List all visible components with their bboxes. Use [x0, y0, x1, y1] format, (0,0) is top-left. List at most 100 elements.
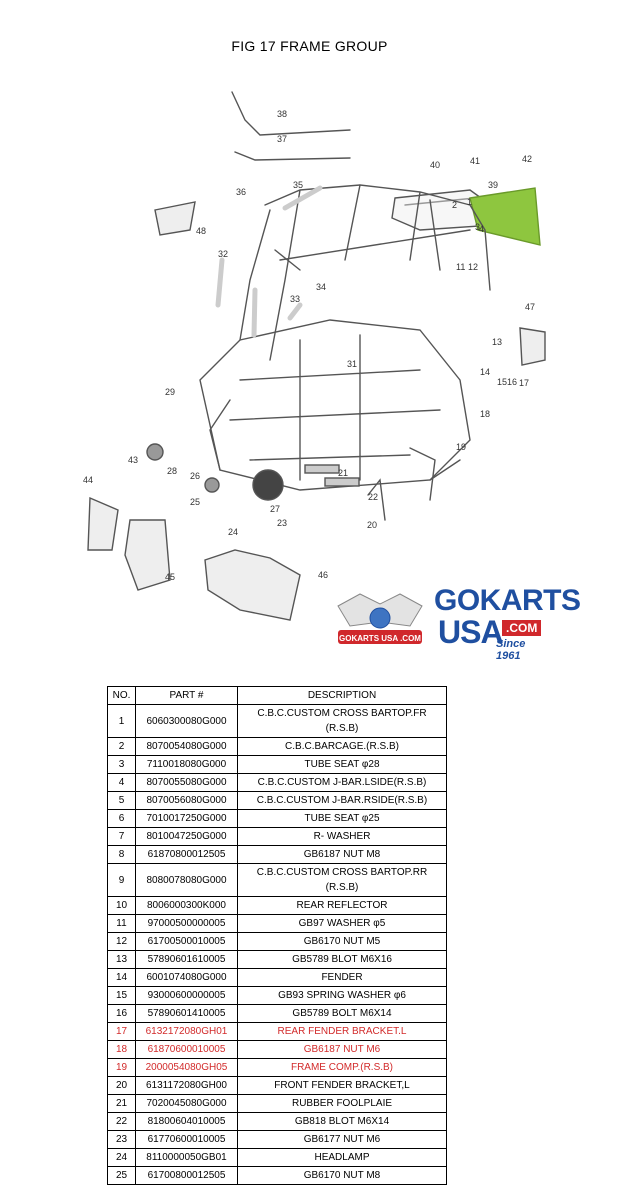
- cell-no: 9: [107, 863, 136, 897]
- cell-part-number: 8070054080G000: [135, 737, 238, 756]
- table-header-row: NO. PART # DESCRIPTION: [107, 686, 447, 705]
- cell-no: 25: [107, 1166, 136, 1185]
- diagram-callout-label: 35: [293, 180, 303, 190]
- cell-part-number: 8070056080G000: [135, 791, 238, 810]
- diagram-callout-label: 31: [347, 359, 357, 369]
- cell-part-number: 57890601410005: [135, 1004, 238, 1023]
- cell-description: GB6187 NUT M8: [237, 845, 447, 864]
- cell-no: 12: [107, 932, 136, 951]
- diagram-callout-label: 23: [277, 518, 287, 528]
- cell-no: 3: [107, 755, 136, 774]
- cell-part-number: 61700500010005: [135, 932, 238, 951]
- cell-no: 11: [107, 914, 136, 933]
- diagram-callout-label: 21: [338, 468, 348, 478]
- cell-description: C.B.C.CUSTOM J-BAR.LSIDE(R.S.B): [237, 773, 447, 792]
- diagram-callout-label: 12: [468, 262, 478, 272]
- diagram-callout-label: 33: [290, 294, 300, 304]
- diagram-callout-label: 34: [316, 282, 326, 292]
- diagram-callout-label: 17: [519, 378, 529, 388]
- cell-no: 8: [107, 845, 136, 864]
- cell-description: C.B.C.CUSTOM J-BAR.RSIDE(R.S.B): [237, 791, 447, 810]
- cell-part-number: 81800604010005: [135, 1112, 238, 1131]
- cell-description: C.B.C.CUSTOM CROSS BARTOP.RR (R.S.B): [237, 863, 447, 897]
- logo-brand-top: GOKARTS: [434, 584, 581, 617]
- cell-part-number: 61770600010005: [135, 1130, 238, 1149]
- cell-part-number: 7010017250G000: [135, 809, 238, 828]
- footplate-21b: [324, 477, 360, 487]
- diagram-callout-label: 26: [190, 471, 200, 481]
- cell-description: GB6187 NUT M6: [237, 1040, 447, 1059]
- cell-part-number: 6132172080GH01: [135, 1022, 238, 1041]
- cell-part-number: 6001074080G000: [135, 968, 238, 987]
- cell-description: GB6170 NUT M8: [237, 1166, 447, 1185]
- cell-description: RUBBER FOOLPLAIE: [237, 1094, 447, 1113]
- diagram-callout-label: 29: [165, 387, 175, 397]
- cell-part-number: 7110018080G000: [135, 755, 238, 774]
- diagram-callout-label: 2: [452, 200, 457, 210]
- cell-no: 5: [107, 791, 136, 810]
- tube-seat-33: [287, 302, 303, 321]
- diagram-callout-label: 13: [492, 337, 502, 347]
- cell-part-number: 7020045080G000: [135, 1094, 238, 1113]
- cell-part-number: 6060300080G000: [135, 704, 238, 738]
- cell-no: 17: [107, 1022, 136, 1041]
- cell-description: REAR REFLECTOR: [237, 896, 447, 915]
- cell-part-number: 61870600010005: [135, 1040, 238, 1059]
- cell-description: C.B.C.CUSTOM CROSS BARTOP.FR (R.S.B): [237, 704, 447, 738]
- cell-part-number: 61870800012505: [135, 845, 238, 864]
- cell-part-number: 8080078080G000: [135, 863, 238, 897]
- cell-part-number: 2000054080GH05: [135, 1058, 238, 1077]
- cable-37: [234, 151, 351, 161]
- diagram-callout-label: 1: [467, 197, 472, 207]
- diagram-callout-label: 42: [522, 154, 532, 164]
- fender-47: [519, 327, 546, 366]
- cell-no: 21: [107, 1094, 136, 1113]
- cell-no: 20: [107, 1076, 136, 1095]
- cell-part-number: 8010047250G000: [135, 827, 238, 846]
- diagram-callout-label: 47: [525, 302, 535, 312]
- roll-cage-part: [239, 184, 491, 361]
- cell-description: TUBE SEAT φ25: [237, 809, 447, 828]
- diagram-callout-label: 45: [165, 572, 175, 582]
- cell-no: 13: [107, 950, 136, 969]
- diagram-callout-label: 19: [456, 442, 466, 452]
- main-frame-part: [199, 319, 471, 491]
- diagram-callout-label: 25: [190, 497, 200, 507]
- diagram-callout-label: 11: [456, 262, 465, 272]
- cell-no: 22: [107, 1112, 136, 1131]
- diagram-callout-label: 32: [218, 249, 228, 259]
- front-bumper-part: [204, 549, 301, 621]
- header-part: PART #: [135, 686, 238, 705]
- cell-part-number: 97000500000005: [135, 914, 238, 933]
- diagram-callout-label: 3: [475, 222, 480, 232]
- diagram-callout-label: 39: [488, 180, 498, 190]
- diagram-callout-label: 48: [196, 226, 206, 236]
- cell-description: GB5789 BOLT M6X14: [237, 1004, 447, 1023]
- cell-description: HEADLAMP: [237, 1148, 447, 1167]
- cell-description: GB93 SPRING WASHER φ6: [237, 986, 447, 1005]
- diagram-callout-label: 46: [318, 570, 328, 580]
- cell-description: C.B.C.BARCAGE.(R.S.B): [237, 737, 447, 756]
- diagram-callout-label: 16: [507, 377, 517, 387]
- footplate-21a: [304, 464, 340, 474]
- cell-no: 19: [107, 1058, 136, 1077]
- headlamp-24: [252, 469, 284, 501]
- cell-no: 4: [107, 773, 136, 792]
- figure-title: FIG 17 FRAME GROUP: [231, 38, 388, 54]
- fender-44: [87, 496, 119, 551]
- cell-description: GB97 WASHER φ5: [237, 914, 447, 933]
- diagram-callout-label: 41: [470, 156, 480, 166]
